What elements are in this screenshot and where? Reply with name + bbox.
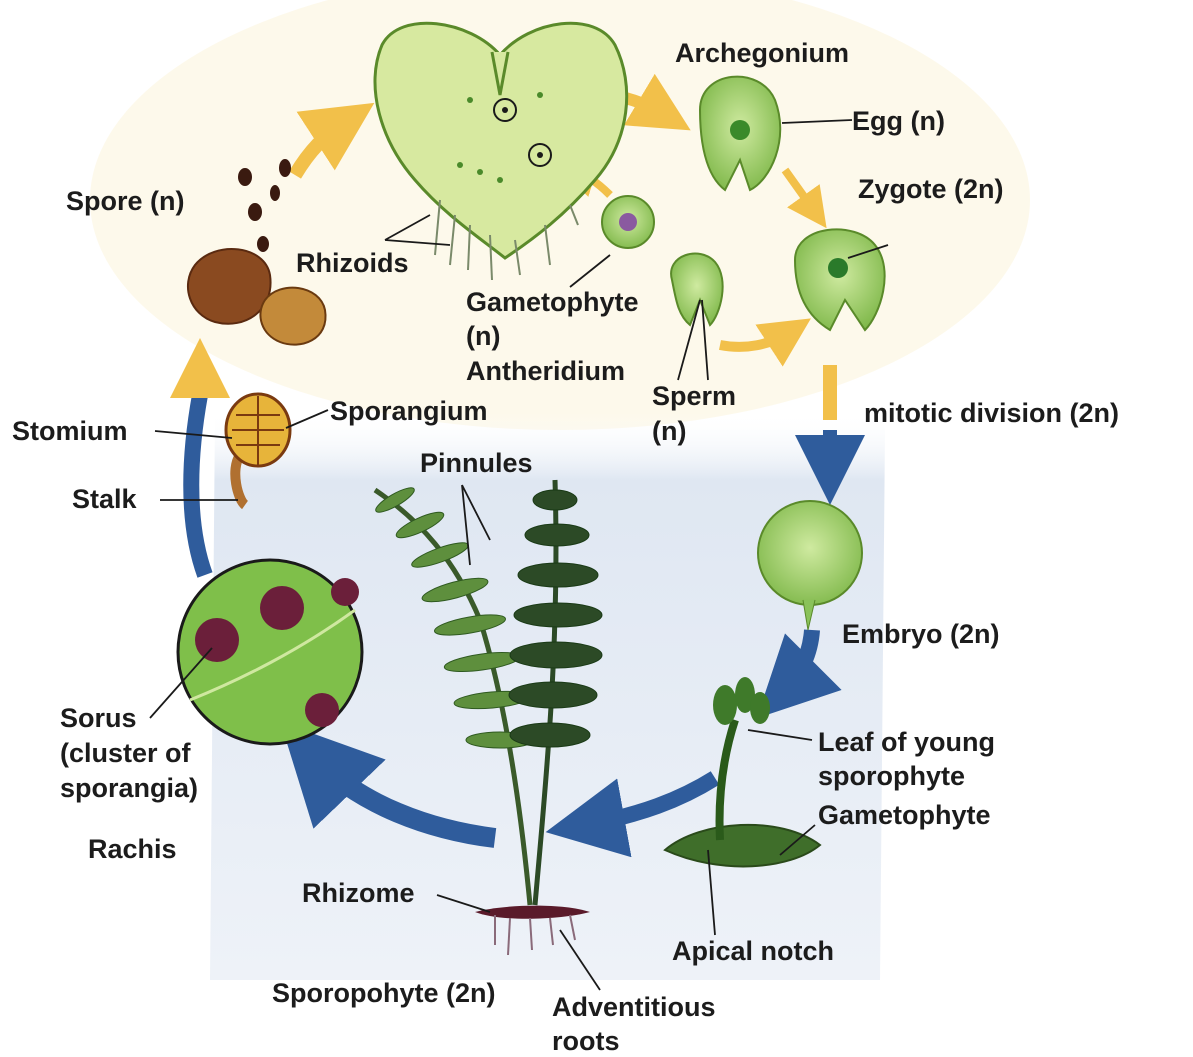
label-sperm: Sperm [652, 381, 736, 411]
label-embryo: Embryo (2n) [842, 619, 1000, 649]
label-stomium: Stomium [12, 416, 128, 446]
label-egg: Egg (n) [852, 106, 945, 136]
label-gametophyte-ploidy: (n) [466, 321, 500, 351]
label-antheridium: Antheridium [466, 356, 625, 386]
sorus-magnified-view [178, 560, 362, 744]
label-archegonium: Archegonium [675, 38, 849, 68]
label-leaf-young-2: sporophyte [818, 761, 965, 791]
label-gametophyte: Gametophyte [466, 287, 639, 317]
label-pinnules: Pinnules [420, 448, 533, 478]
label-sporangium: Sporangium [330, 396, 488, 426]
label-spore: Spore (n) [66, 186, 185, 216]
label-gametophyte-2: Gametophyte [818, 800, 991, 830]
label-leaf-young-1: Leaf of young [818, 727, 995, 757]
label-rhizoids: Rhizoids [296, 248, 409, 278]
label-mitotic-division: mitotic division (2n) [864, 398, 1119, 428]
label-sorus-detail-1: (cluster of [60, 738, 192, 768]
label-stalk: Stalk [72, 484, 138, 514]
label-adventitious-2: roots [552, 1026, 620, 1056]
label-adventitious-1: Adventitious [552, 992, 716, 1022]
label-sorus-detail-2: sporangia) [60, 773, 198, 803]
label-sperm-ploidy: (n) [652, 416, 686, 446]
label-rachis: Rachis [88, 834, 177, 864]
label-zygote: Zygote (2n) [858, 174, 1004, 204]
cycle-arrow-left [191, 395, 205, 575]
label-apical-notch: Apical notch [672, 936, 834, 966]
label-sporophyte: Sporopohyte (2n) [272, 978, 496, 1008]
label-sorus: Sorus [60, 703, 137, 733]
label-rhizome: Rhizome [302, 878, 415, 908]
